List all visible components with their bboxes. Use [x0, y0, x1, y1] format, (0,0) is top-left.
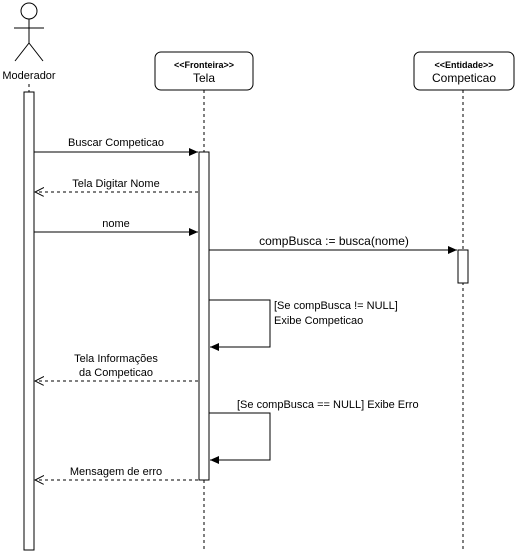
message-label: [Se compBusca != NULL]: [274, 300, 398, 312]
message-label: Exibe Competicao: [274, 315, 363, 327]
message-label: Tela Informações: [74, 353, 158, 365]
return-tela-digitar-nome: Tela Digitar Nome: [35, 178, 198, 192]
tela-stereotype: <<Fronteira>>: [174, 60, 234, 70]
actor-stick-figure-icon: [14, 2, 44, 62]
moderador-activation-bar: [23, 91, 35, 551]
competicao-activation-bar: [457, 249, 469, 284]
message-nome: nome: [34, 218, 198, 236]
message-label: [Se compBusca == NULL] Exibe Erro: [237, 399, 419, 411]
competicao-lifeline-head: <<Entidade>> Competicao: [413, 51, 515, 91]
message-label: Mensagem de erro: [70, 466, 162, 478]
message-label: compBusca := busca(nome): [259, 234, 409, 248]
message-buscar-competicao: Buscar Competicao: [34, 137, 198, 156]
message-label: nome: [102, 218, 130, 230]
self-message-exibe-competicao: [Se compBusca != NULL] Exibe Competicao: [209, 299, 398, 351]
return-mensagem-de-erro: Mensagem de erro: [35, 466, 198, 480]
message-comp-busca: compBusca := busca(nome): [209, 234, 457, 254]
message-label: Buscar Competicao: [68, 137, 164, 149]
tela-name: Tela: [193, 71, 215, 85]
message-label: Tela Digitar Nome: [72, 178, 159, 190]
competicao-stereotype: <<Entidade>>: [434, 60, 493, 70]
actor-label: Moderador: [2, 70, 56, 82]
competicao-name: Competicao: [432, 71, 496, 85]
return-tela-informacoes: Tela Informações da Competicao: [35, 353, 198, 381]
message-label: da Competicao: [79, 367, 153, 379]
tela-activation-bar: [198, 151, 210, 481]
moderador-actor: Moderador: [2, 2, 56, 82]
tela-lifeline-head: <<Fronteira>> Tela: [154, 51, 254, 91]
self-message-exibe-erro: [Se compBusca == NULL] Exibe Erro: [209, 399, 419, 464]
